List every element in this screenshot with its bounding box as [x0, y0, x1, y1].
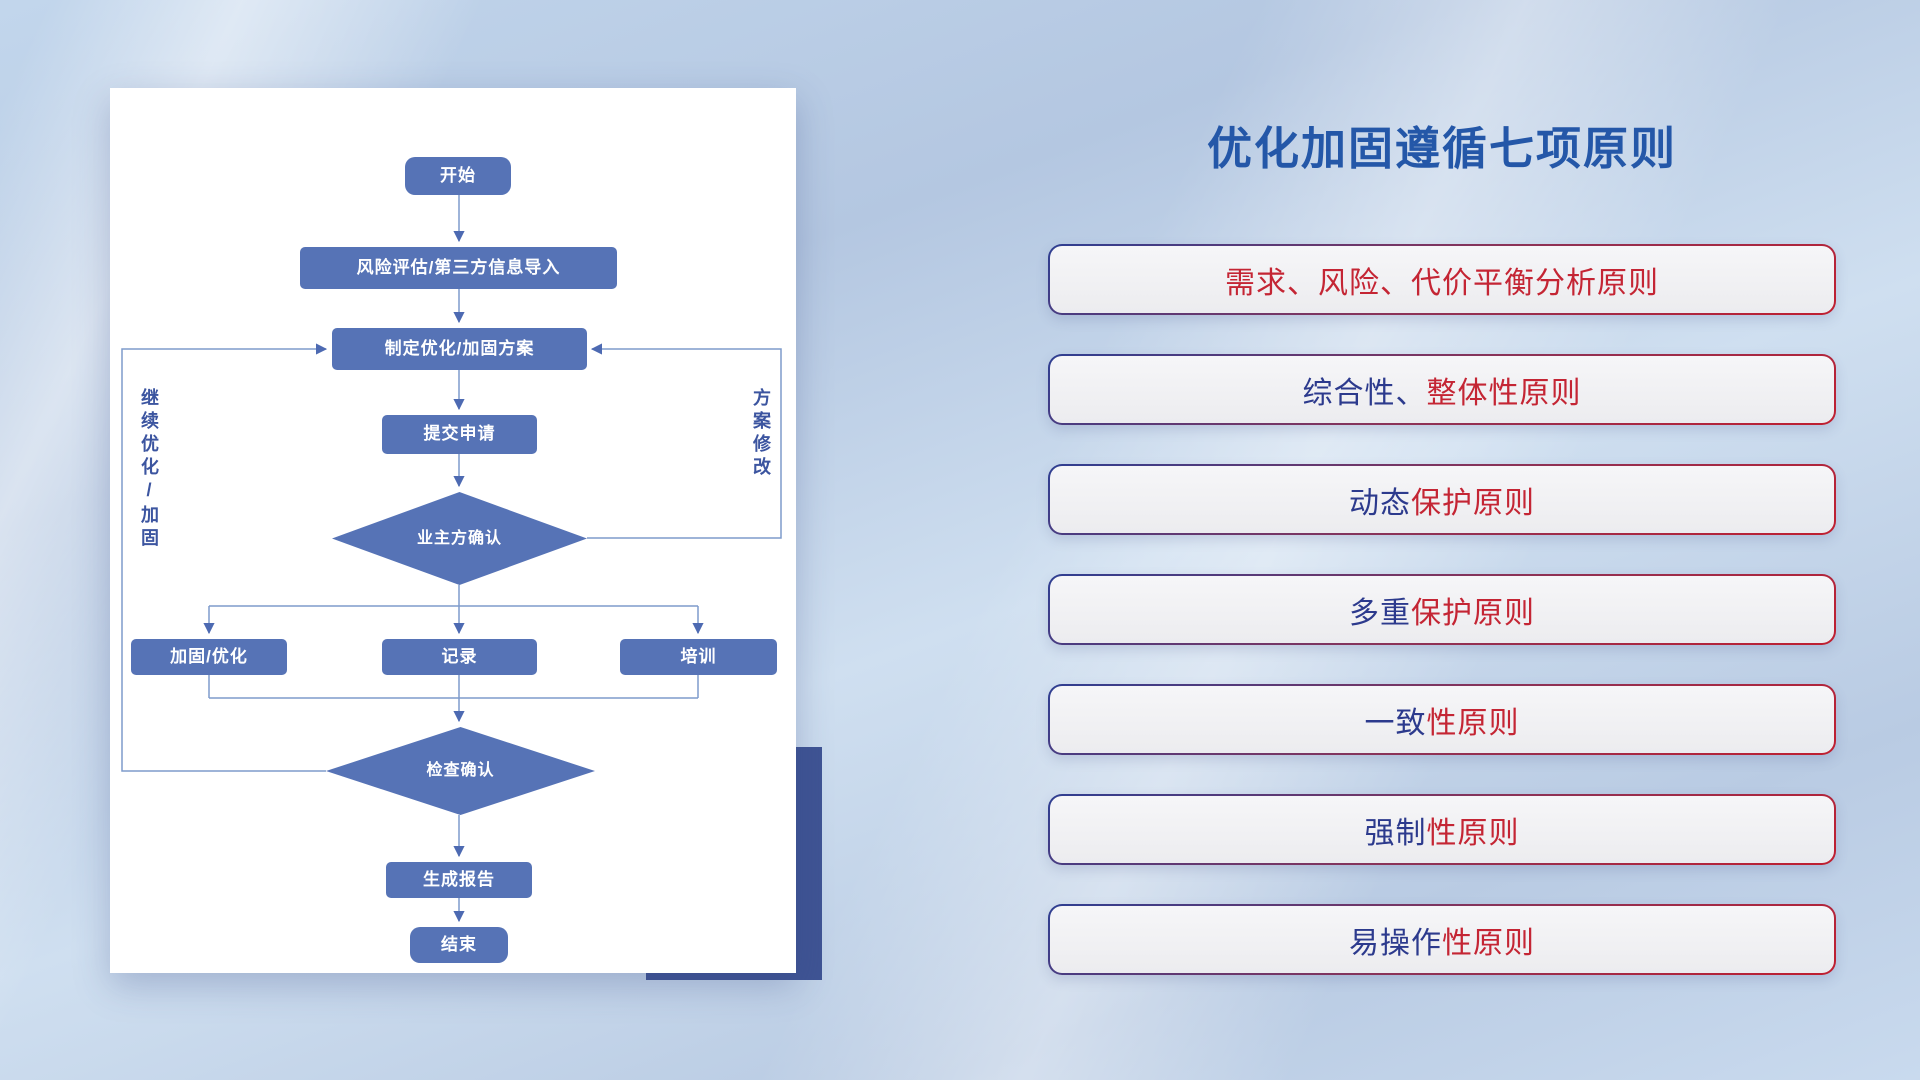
flow-node-end: 结束	[410, 927, 508, 963]
principle-part-red: 性原则	[1426, 816, 1520, 850]
flow-node-training: 培训	[620, 639, 777, 675]
principle-card: 需求、风险、代价平衡分析原则	[1048, 244, 1836, 315]
flow-node-risk-import: 风险评估/第三方信息导入	[300, 247, 617, 289]
principle-card: 动态保护原则	[1048, 464, 1836, 535]
flowchart-card: 开始 风险评估/第三方信息导入 制定优化/加固方案 提交申请 业主方确认 加固/…	[110, 88, 796, 973]
principle-part-navy: 多重	[1349, 596, 1411, 630]
flow-node-report: 生成报告	[386, 862, 532, 898]
flow-connectors	[121, 195, 782, 923]
principle-part-red: 需求、风险、代价平衡分析原则	[1225, 266, 1659, 300]
principle-part-red: 保护原则	[1411, 486, 1535, 520]
page-title: 优化加固遵循七项原则	[1206, 123, 1677, 174]
principle-card: 强制性原则	[1048, 794, 1836, 865]
principle-card: 易操作性原则	[1048, 904, 1836, 975]
flow-node-make-plan: 制定优化/加固方案	[332, 328, 587, 370]
flow-node-record: 记录	[382, 639, 537, 675]
principle-part-navy: 综合性、	[1302, 376, 1427, 410]
flow-node-start: 开始	[405, 157, 511, 195]
principle-part-red: 性原则	[1442, 926, 1535, 960]
principle-part-navy: 强制	[1364, 816, 1427, 850]
principle-part-red: 整体性原则	[1426, 376, 1582, 410]
principles-list: 需求、风险、代价平衡分析原则 综合性、整体性原则 动态保护原则 多重保护原则 一…	[1048, 244, 1836, 975]
principle-part-navy: 动态	[1349, 486, 1411, 520]
flow-node-reinforce: 加固/优化	[131, 639, 287, 675]
flow-edge-label-continue: 继续优化/加固	[139, 388, 159, 551]
principle-part-red: 性原则	[1426, 706, 1520, 740]
principle-part-red: 保护原则	[1411, 596, 1535, 630]
principle-card: 一致性原则	[1048, 684, 1836, 755]
principle-part-navy: 易操作	[1349, 926, 1442, 960]
principle-card: 多重保护原则	[1048, 574, 1836, 645]
flow-edge-label-revision: 方案修改	[751, 388, 771, 480]
flow-node-submit: 提交申请	[382, 415, 537, 454]
principle-card: 综合性、整体性原则	[1048, 354, 1836, 425]
principle-part-navy: 一致	[1364, 706, 1427, 740]
